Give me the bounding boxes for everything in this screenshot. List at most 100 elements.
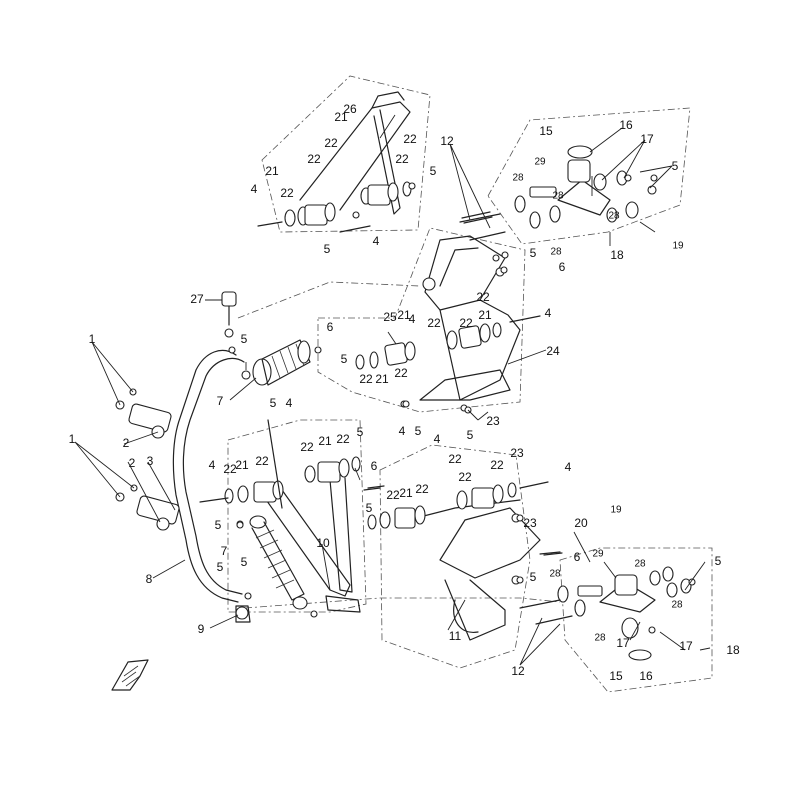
- outline-lower-right-hub: [559, 547, 713, 693]
- assembly-outlines: [227, 75, 713, 693]
- callout-22: 22: [476, 290, 490, 304]
- callout-5: 5: [530, 570, 537, 584]
- outline-left-lower-arm: [227, 419, 367, 613]
- fasteners: [228, 174, 696, 600]
- callout-5: 5: [415, 424, 422, 438]
- callout-22: 22: [307, 152, 321, 166]
- callout-9: 9: [198, 622, 205, 636]
- callout-22: 22: [490, 458, 504, 472]
- callout-28: 28: [671, 600, 683, 611]
- callout-19: 19: [610, 505, 622, 516]
- leader-lines: [74, 114, 711, 666]
- upper-right-hub: [459, 145, 657, 241]
- callout-25: 25: [383, 310, 397, 324]
- callout-5: 5: [357, 425, 364, 439]
- callout-22: 22: [394, 366, 408, 380]
- callout-22: 22: [458, 470, 472, 484]
- callout-5: 5: [672, 159, 679, 173]
- callout-17: 17: [640, 132, 654, 146]
- callout-numbers: 1 1 2 2 3 4 4 4 4 4 4 4 4 4 5 5 5 5 5 5 …: [69, 102, 740, 683]
- callout-21: 21: [375, 372, 389, 386]
- callout-27: 27: [190, 292, 204, 306]
- callout-18: 18: [610, 248, 624, 262]
- callout-5: 5: [270, 396, 277, 410]
- callout-22: 22: [300, 440, 314, 454]
- callout-22: 22: [427, 316, 441, 330]
- callout-28: 28: [594, 633, 606, 644]
- callout-24: 24: [546, 344, 560, 358]
- end-link-27: [221, 291, 237, 338]
- callout-19: 19: [672, 241, 684, 252]
- callout-2: 2: [123, 436, 130, 450]
- callout-17: 17: [616, 636, 630, 650]
- callout-5: 5: [467, 428, 474, 442]
- link-line-upper: [237, 281, 421, 319]
- callout-22: 22: [324, 136, 338, 150]
- callout-21: 21: [318, 434, 332, 448]
- callout-6: 6: [371, 459, 378, 473]
- callout-4: 4: [251, 182, 258, 196]
- callout-6: 6: [559, 260, 566, 274]
- callout-4: 4: [565, 460, 572, 474]
- callout-6: 6: [327, 320, 334, 334]
- callout-28: 28: [549, 569, 561, 580]
- callout-21: 21: [235, 458, 249, 472]
- callout-4: 4: [373, 234, 380, 248]
- callout-23: 23: [523, 516, 537, 530]
- callout-29: 29: [592, 549, 604, 560]
- callout-28: 28: [634, 559, 646, 570]
- callout-22: 22: [280, 186, 294, 200]
- bar-bracket-upper: [115, 388, 172, 439]
- callout-1: 1: [89, 332, 96, 346]
- callout-4: 4: [434, 432, 441, 446]
- callout-10: 10: [316, 536, 330, 550]
- callout-5: 5: [341, 352, 348, 366]
- callout-21: 21: [399, 486, 413, 500]
- callout-22: 22: [386, 488, 400, 502]
- callout-11: 11: [449, 629, 462, 643]
- callout-21: 21: [397, 308, 411, 322]
- callout-22: 22: [359, 372, 373, 386]
- lower-control-arm: [367, 481, 561, 641]
- callout-18: 18: [726, 643, 740, 657]
- callout-6: 6: [574, 550, 581, 564]
- link-line-lower: [244, 597, 561, 609]
- stabilizer-bar: [115, 291, 251, 623]
- callout-1: 1: [69, 432, 76, 446]
- callout-4: 4: [399, 424, 406, 438]
- outline-upper-bracket: [261, 75, 431, 233]
- callout-22: 22: [336, 432, 350, 446]
- callout-22: 22: [255, 454, 269, 468]
- callout-15: 15: [539, 124, 553, 138]
- callout-20: 20: [574, 516, 588, 530]
- callout-5: 5: [430, 164, 437, 178]
- callout-5: 5: [366, 501, 373, 515]
- callout-7: 7: [217, 394, 224, 408]
- callout-21: 21: [478, 308, 492, 322]
- callout-12: 12: [511, 664, 525, 678]
- callout-16: 16: [619, 118, 633, 132]
- callout-2: 2: [129, 456, 136, 470]
- callout-5: 5: [715, 554, 722, 568]
- callout-22: 22: [459, 316, 473, 330]
- callout-4: 4: [209, 458, 216, 472]
- left-lower-control-arm: [199, 419, 381, 613]
- callout-23: 23: [486, 414, 500, 428]
- callout-22: 22: [448, 452, 462, 466]
- callout-28: 28: [608, 211, 620, 222]
- callout-12: 12: [440, 134, 454, 148]
- callout-22: 22: [415, 482, 429, 496]
- callout-5: 5: [530, 246, 537, 260]
- callout-28: 28: [550, 247, 562, 258]
- callout-5: 5: [241, 332, 248, 346]
- callout-17: 17: [679, 639, 693, 653]
- callout-29: 29: [534, 157, 546, 168]
- outline-upper-arm: [317, 227, 526, 413]
- callout-4: 4: [409, 312, 416, 326]
- front-direction-arrow-icon: [111, 659, 149, 691]
- callout-16: 16: [639, 669, 653, 683]
- callout-23: 23: [510, 446, 524, 460]
- callout-21: 21: [334, 110, 348, 124]
